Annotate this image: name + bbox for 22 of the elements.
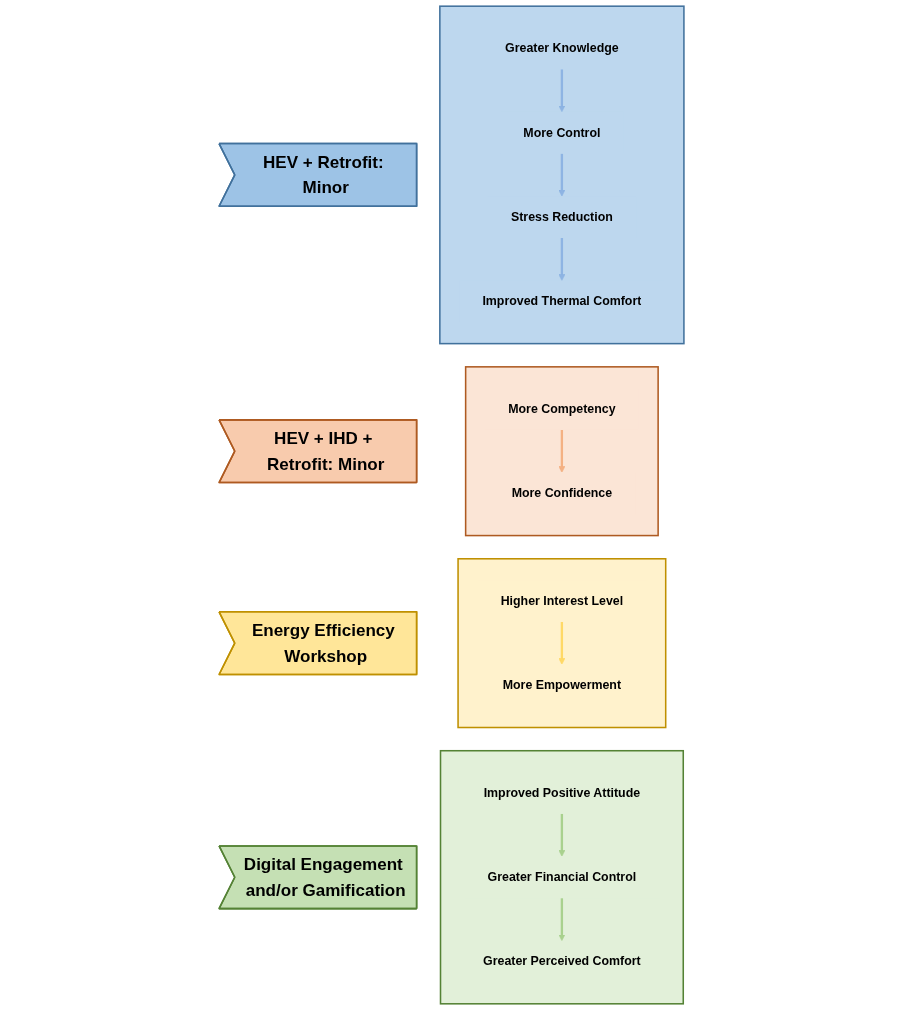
- node-text: More Confidence: [511, 486, 613, 500]
- node-text: Greater Financial Control: [487, 870, 637, 884]
- arrow: [558, 429, 566, 473]
- node-text: Higher Interest Level: [500, 594, 624, 608]
- node-text: Greater Knowledge: [505, 41, 619, 55]
- node-text: More Empowerment: [502, 678, 622, 692]
- arrow: [558, 813, 566, 857]
- arrow: [558, 69, 566, 113]
- arrow: [558, 153, 566, 197]
- node-text: Improved Positive Attitude: [483, 785, 641, 800]
- node-text: More Competency: [508, 402, 616, 416]
- node-text: Improved Thermal Comfort: [482, 294, 642, 308]
- cluster: [457, 558, 667, 729]
- arrow: [558, 898, 566, 942]
- arrow: [558, 238, 566, 281]
- cluster: [439, 5, 685, 345]
- node-text: Greater Perceived Comfort: [483, 954, 641, 968]
- arrow: [558, 621, 566, 665]
- cluster: [464, 366, 659, 537]
- node-text: Stress Reduction: [510, 210, 613, 224]
- cluster: [439, 749, 685, 1005]
- node-text: More Control: [523, 125, 601, 139]
